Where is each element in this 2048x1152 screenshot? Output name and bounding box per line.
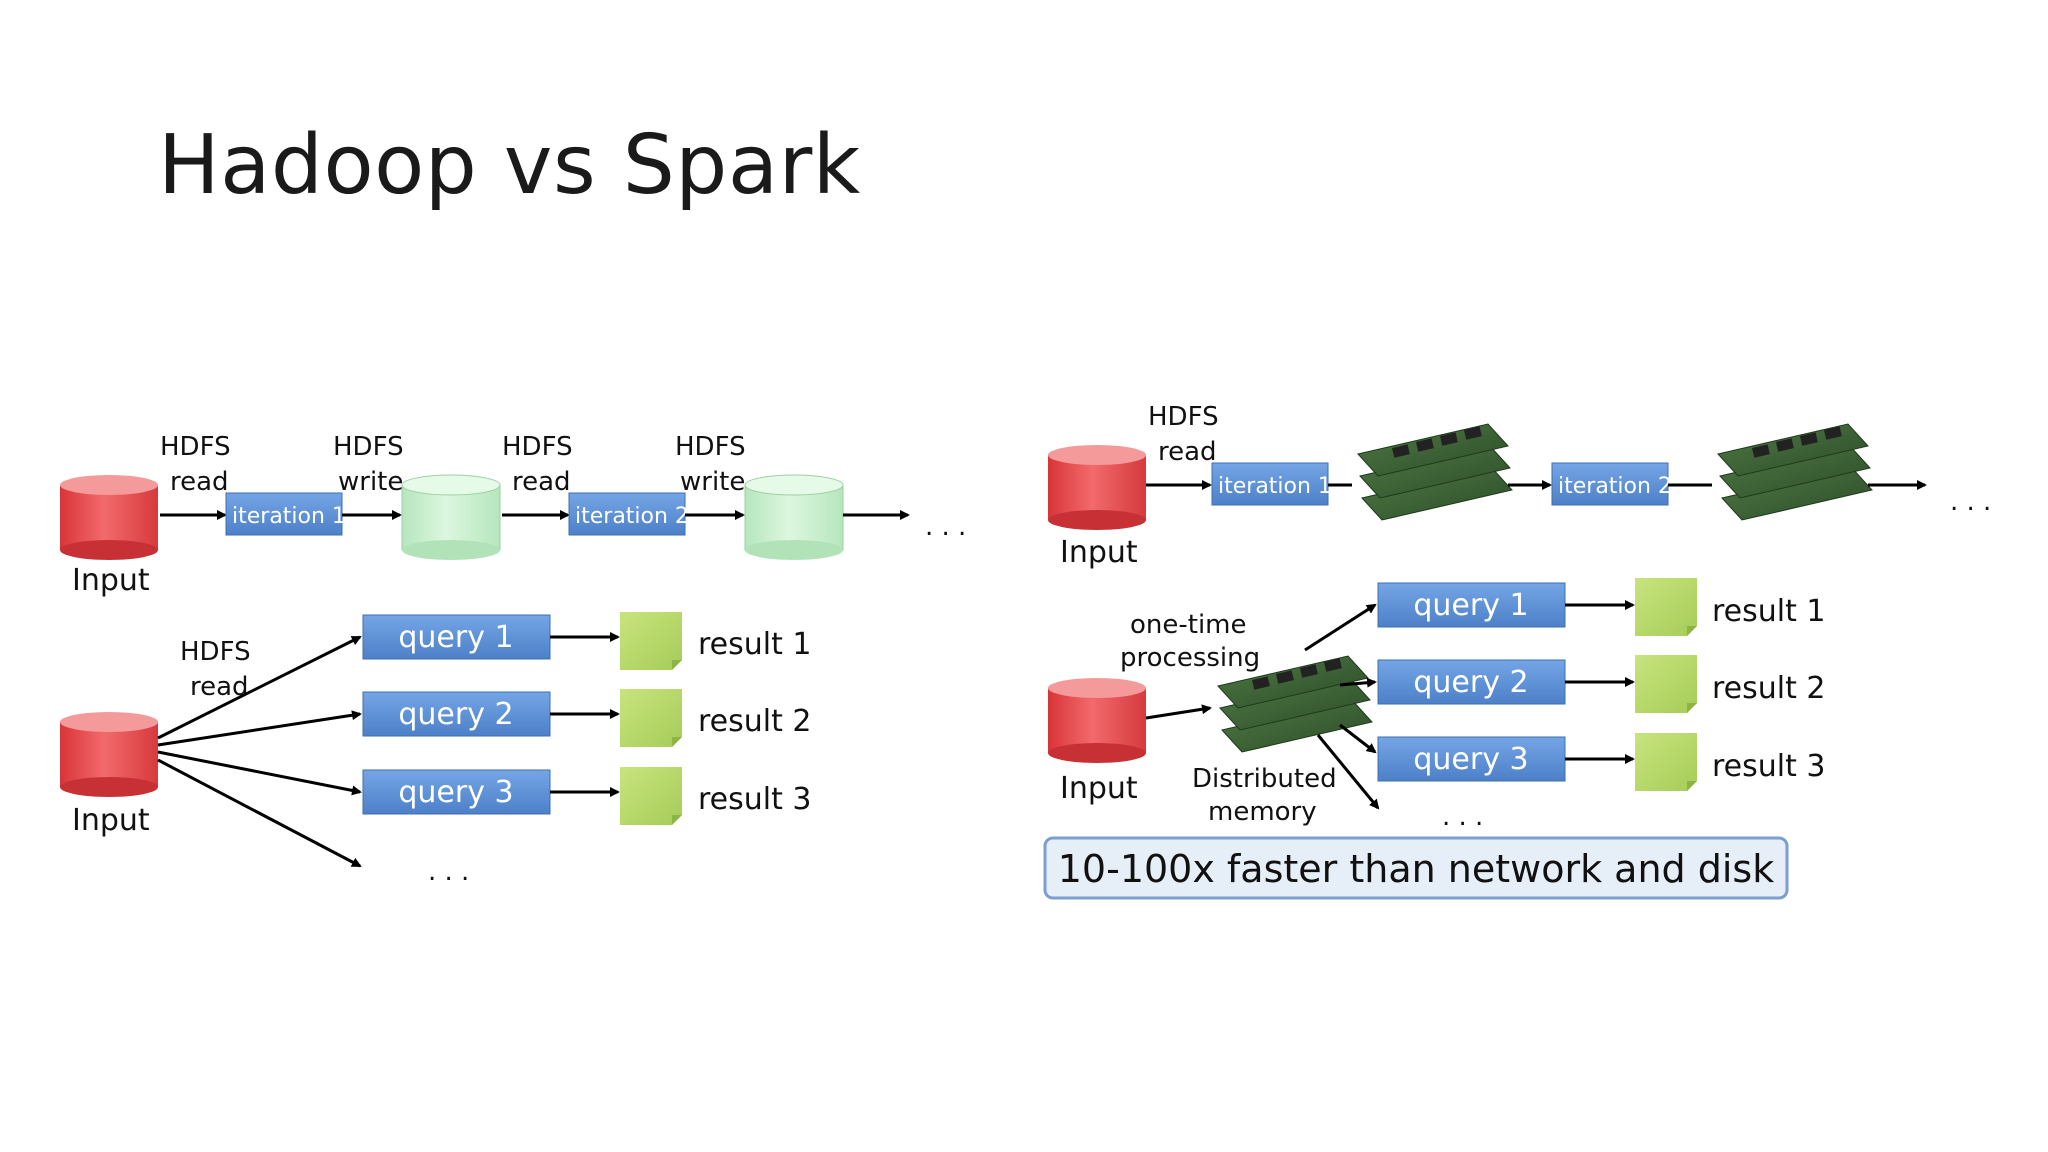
hadoop-iterative: Input HDFS read iteration 1 HDFS write H… xyxy=(60,432,966,598)
memory-module-icon xyxy=(1357,423,1513,521)
arrow xyxy=(157,710,362,747)
hdfs-database-icon xyxy=(744,474,844,560)
iteration-1-box: iteration 1 xyxy=(225,492,346,536)
ellipsis: . . . xyxy=(1442,802,1483,832)
iteration-1-label: iteration 1 xyxy=(1218,474,1332,499)
input-label: Input xyxy=(72,563,150,598)
arrow xyxy=(1304,603,1377,652)
arrow xyxy=(157,758,362,868)
hdfs-read-label-bottom: read xyxy=(170,467,229,497)
query-1-label: query 1 xyxy=(398,620,513,655)
input-database-icon xyxy=(1048,678,1146,763)
arrow xyxy=(157,750,362,796)
hdfs-write-label-top: HDFS xyxy=(333,432,404,462)
hadoop-interactive: Input HDFS read query 1 query 2 query 3 … xyxy=(60,612,812,887)
hdfs-read-label-top: HDFS xyxy=(502,432,573,462)
hdfs-read-label-top: HDFS xyxy=(180,637,251,667)
iteration-2-box: iteration 2 xyxy=(1551,462,1672,506)
query-1-box: query 1 xyxy=(362,614,551,660)
arrow xyxy=(1339,723,1377,754)
input-label: Input xyxy=(1060,535,1138,570)
result-2-label: result 2 xyxy=(1712,671,1826,706)
hdfs-read-label-top: HDFS xyxy=(160,432,231,462)
result-1-label: result 1 xyxy=(1712,594,1826,629)
query-3-box: query 3 xyxy=(1377,736,1566,782)
arrow xyxy=(1339,677,1377,688)
result-note-icon xyxy=(1635,578,1697,636)
hdfs-write-label-top: HDFS xyxy=(675,432,746,462)
query-3-label: query 3 xyxy=(398,775,513,810)
result-note-icon xyxy=(620,689,682,747)
hdfs-read-label-top: HDFS xyxy=(1148,402,1219,432)
arrow xyxy=(1145,704,1212,720)
ellipsis: . . . xyxy=(1950,487,1991,517)
query-1-box: query 1 xyxy=(1377,582,1566,628)
result-3-label: result 3 xyxy=(1712,749,1826,784)
iteration-1-label: iteration 1 xyxy=(232,504,346,529)
speedup-callout: 10-100x faster than network and disk xyxy=(1043,836,1789,900)
query-2-box: query 2 xyxy=(362,691,551,737)
query-2-label: query 2 xyxy=(398,697,513,732)
result-note-icon xyxy=(1635,733,1697,791)
iteration-2-label: iteration 2 xyxy=(1558,474,1672,499)
ellipsis: . . . xyxy=(428,857,469,887)
input-label: Input xyxy=(1060,771,1138,806)
arrow xyxy=(157,635,362,740)
result-3-label: result 3 xyxy=(698,782,812,817)
iteration-2-label: iteration 2 xyxy=(575,504,689,529)
query-3-box: query 3 xyxy=(362,769,551,815)
ellipsis: . . . xyxy=(925,512,966,542)
hdfs-read-label-bottom: read xyxy=(512,467,571,497)
memory-module-icon xyxy=(1717,423,1873,521)
spark-iterative: HDFS read Input iteration 1 iteratio xyxy=(1048,402,1991,570)
one-time-processing-label-bottom: processing xyxy=(1120,643,1260,673)
distributed-memory-label-top: Distributed xyxy=(1192,764,1337,794)
query-2-label: query 2 xyxy=(1413,665,1528,700)
one-time-processing-label-top: one-time xyxy=(1130,610,1247,640)
result-note-icon xyxy=(620,767,682,825)
memory-module-icon xyxy=(1217,655,1373,753)
hdfs-write-label-bottom: write xyxy=(680,467,745,497)
query-2-box: query 2 xyxy=(1377,659,1566,705)
result-note-icon xyxy=(620,612,682,670)
iteration-2-box: iteration 2 xyxy=(568,492,689,536)
iteration-1-box: iteration 1 xyxy=(1211,462,1332,506)
hdfs-database-icon xyxy=(401,474,501,560)
query-3-label: query 3 xyxy=(1413,742,1528,777)
speedup-callout-text: 10-100x faster than network and disk xyxy=(1058,847,1775,891)
arrow xyxy=(1316,734,1380,810)
hdfs-read-label-bottom: read xyxy=(1158,437,1217,467)
input-label: Input xyxy=(72,803,150,838)
input-database-icon xyxy=(60,475,158,560)
input-database-icon xyxy=(1048,445,1146,530)
result-2-label: result 2 xyxy=(698,704,812,739)
hdfs-write-label-bottom: write xyxy=(338,467,403,497)
spark-interactive: Input one-time processing Distributed me… xyxy=(1048,578,1826,832)
result-note-icon xyxy=(1635,655,1697,713)
query-1-label: query 1 xyxy=(1413,588,1528,623)
result-1-label: result 1 xyxy=(698,627,812,662)
input-database-icon xyxy=(60,712,158,797)
slide-title: Hadoop vs Spark xyxy=(158,118,861,213)
distributed-memory-label-bottom: memory xyxy=(1208,797,1317,827)
